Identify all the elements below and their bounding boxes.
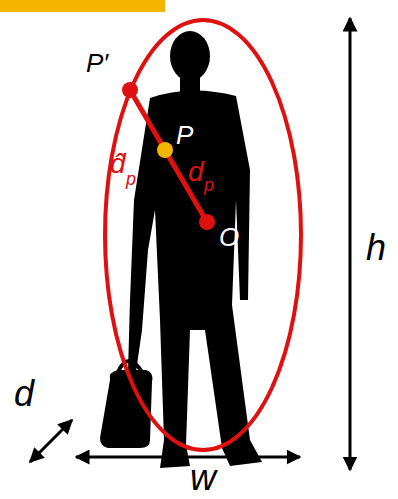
point-marker bbox=[122, 82, 138, 98]
person-silhouette bbox=[100, 31, 262, 468]
dimension-arrow bbox=[30, 420, 72, 462]
radius-line bbox=[130, 90, 207, 222]
dimension-label: d bbox=[14, 376, 34, 412]
point-label: P bbox=[176, 122, 193, 148]
point-label: O bbox=[219, 224, 239, 250]
distance-label: d̂ bbox=[110, 150, 126, 178]
point-marker bbox=[157, 142, 173, 158]
bounding-ellipse bbox=[105, 20, 301, 450]
dimension-label: w bbox=[190, 460, 216, 496]
subscript-label: p bbox=[204, 176, 214, 194]
dimension-label: h bbox=[366, 230, 386, 266]
dimension-arrow bbox=[349, 18, 352, 470]
dimension-arrow bbox=[76, 456, 300, 459]
distance-label: d bbox=[188, 158, 204, 186]
point-label: P′ bbox=[86, 50, 108, 76]
title-bar-fragment bbox=[0, 0, 165, 12]
point-marker bbox=[199, 214, 215, 230]
subscript-label: p bbox=[126, 170, 136, 188]
